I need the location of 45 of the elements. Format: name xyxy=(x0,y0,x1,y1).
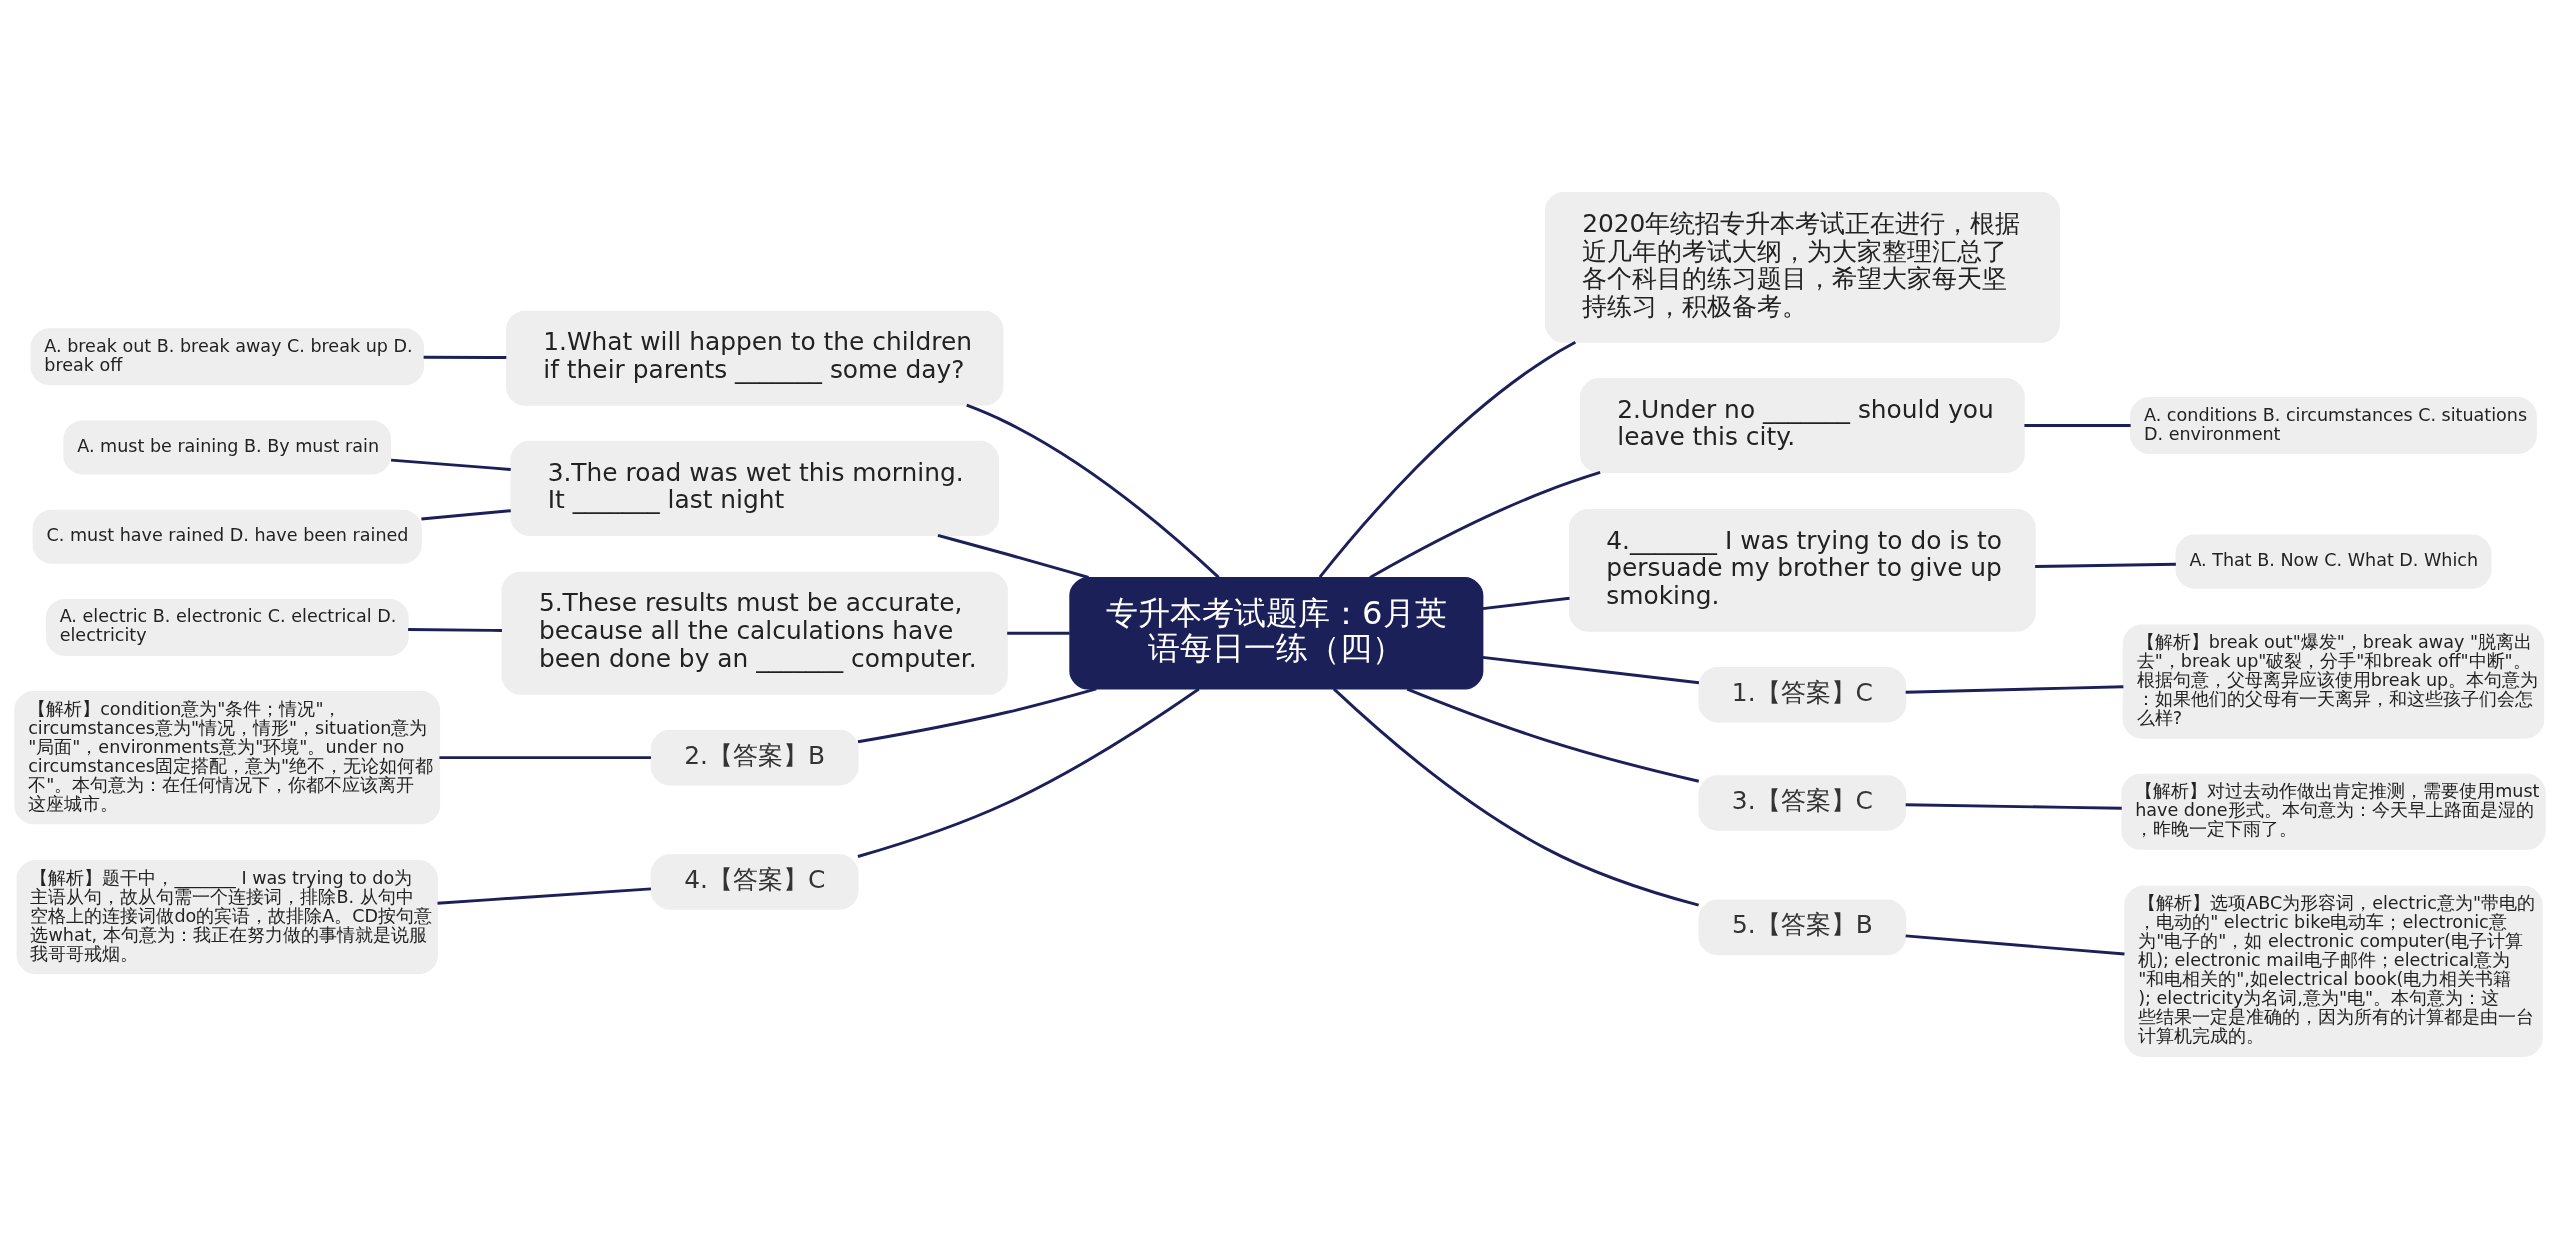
node-box: 1.What will happen to the children if their parents _______ some day? xyxy=(505,310,1004,406)
node-box: 【解析】选项ABC为形容词，electric意为"带电的，电动的" electric bike电动车；electronic意为"电子的"，如 electronic computer(电子计算机); electronic mail电子邮件；electrical意为"和电相关的",如electrical book(电力相关书籍); electricity为名词,意为"电"。本句意为：这些结果一定是准确的，因为所有的计算都是由一台计算机完成的。 xyxy=(2124,885,2543,1057)
connector xyxy=(1369,470,1601,579)
node-box: A. conditions B. circumstances C. situations D. environment xyxy=(2130,396,2537,454)
connector xyxy=(1905,684,2124,694)
connector xyxy=(1406,687,1700,783)
node-box: 4.【答案】C xyxy=(650,853,859,910)
connector xyxy=(1007,631,1070,635)
node-box: 【解析】condition意为"条件；情况"，circumstances意为"情况，情形"，situation意为"局面"，environments意为"环境"。under no circumstances固定搭配，意为"绝不，无论如何都不"。本句意为：在任何情况下，你都不应该离开这座城市。 xyxy=(14,690,441,824)
connector xyxy=(1332,687,1699,907)
node-box: C. must have rained D. have been rained xyxy=(32,509,422,564)
node-box: 【解析】对过去动作做出肯定推测，需要使用must have done形式。本句意为：今天早上路面是湿的，昨晚一定下雨了。 xyxy=(2121,773,2546,850)
connector xyxy=(1482,596,1570,610)
connector xyxy=(1905,802,2122,810)
node-box: 3.【答案】C xyxy=(1698,774,1907,831)
connector xyxy=(437,886,652,905)
connector xyxy=(937,533,1089,579)
connector xyxy=(2024,423,2131,427)
connector xyxy=(1905,933,2125,955)
node-box: 2.Under no _______ should you leave this city. xyxy=(1579,377,2025,473)
connector xyxy=(857,687,1200,858)
connector xyxy=(390,458,511,471)
connector xyxy=(408,627,502,632)
node-box: 5.These results must be accurate, because all the calculations have been done by an _______ computer. xyxy=(501,571,1008,695)
node-box: A. must be raining B. By must rain xyxy=(63,419,392,475)
connector xyxy=(423,355,507,359)
connector xyxy=(1482,655,1700,684)
node-box: A. That B. Now C. What D. Which xyxy=(2175,534,2492,589)
node-box: 专升本考试题库：6月英语每日一练（四） xyxy=(1069,576,1484,690)
connector xyxy=(421,508,511,520)
node-box: 2020年统招专升本考试正在进行，根据近几年的考试大纲，为大家整理汇总了各个科目的练习题目，希望大家每天坚持练习，积极备考。 xyxy=(1544,191,2060,343)
connector xyxy=(857,687,1097,743)
node-box: 3.The road was wet this morning. It _______ last night xyxy=(510,440,1000,536)
node-box: 4._______ I was trying to do is to persuade my brother to give up smoking. xyxy=(1569,508,2036,632)
node-box: A. break out B. break away C. break up D. break off xyxy=(30,327,425,385)
node-box: 【解析】break out"爆发"，break away "脱离出去"，break up"破裂，分手"和break off"中断"。根据句意，父母离异应该使用break up。本句意为：如果他们的父母有一天离异，和这些孩子们会怎么样? xyxy=(2122,624,2545,739)
connector xyxy=(2035,562,2176,568)
connector xyxy=(439,755,651,759)
connector xyxy=(1318,340,1576,578)
node-box: 【解析】题干中，_______ I was trying to do为主语从句，故从句需一个连接词，排除B. 从句中空格上的连接词做do的宾语，故排除A。CD按句意选what, 本句意为：我正在努力做的事情就是说服我哥哥戒烟。 xyxy=(16,859,438,974)
connector xyxy=(966,403,1220,578)
node-box: 5.【答案】B xyxy=(1698,899,1907,955)
node-box: 1.【答案】C xyxy=(1698,666,1907,723)
node-box: 2.【答案】B xyxy=(650,729,859,785)
node-box: A. electric B. electronic C. electrical D. electricity xyxy=(45,598,409,656)
